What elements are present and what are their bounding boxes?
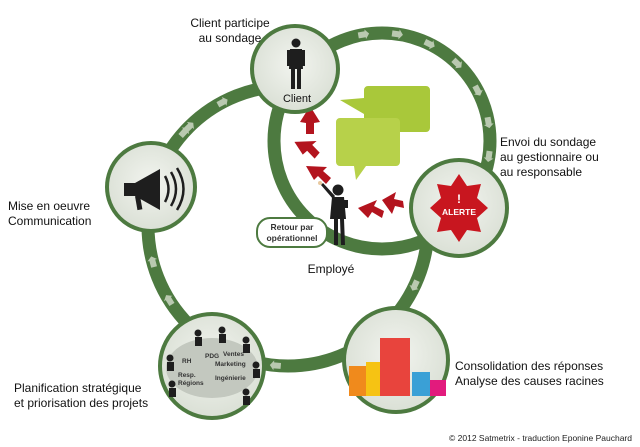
loop-arrow-icon (423, 39, 435, 50)
client-node: Client (250, 24, 340, 114)
alert-stage-label-line2: au gestionnaire ou (500, 150, 599, 164)
bar-chart-bar (380, 338, 410, 396)
consolidation-stage-label: Consolidation des réponses Analyse des c… (455, 359, 635, 389)
loop-arrow-icon (216, 97, 228, 108)
planning-stage-label: Planification stratégique et priorisatio… (14, 381, 174, 411)
speech-bubbles-icon (336, 86, 430, 180)
alert-stage-label: Envoi du sondage au gestionnaire ou au r… (500, 135, 630, 180)
alert-badge-icon (430, 174, 488, 242)
communication-stage-label-line1: Mise en oeuvre (8, 199, 91, 213)
planning-node: PDG Ventes RH Marketing Resp. Régions In… (158, 312, 266, 420)
loop-arrow-icon (147, 256, 158, 268)
loop-arrow-icon (163, 295, 175, 307)
feedback-label-line2: opérationnel (266, 233, 317, 243)
employee-figure (318, 181, 348, 245)
feedback-label-line1: Retour par (271, 222, 315, 232)
consolidation-stage-label-line1: Consolidation des réponses (455, 359, 604, 373)
meeting-table-icon (166, 338, 258, 398)
table-label-marketing: Marketing (215, 361, 246, 368)
client-stage-label: Client participe au sondage (170, 16, 290, 46)
table-label-regions: Régions (178, 380, 204, 387)
planning-stage-label-line2: et priorisation des projets (14, 396, 149, 410)
loop-arrow-icon (483, 116, 494, 129)
communication-stage-label-line2: Communication (8, 214, 92, 228)
communication-node (105, 141, 197, 233)
client-node-label: Client (283, 93, 311, 105)
bar-chart-bar (366, 362, 382, 396)
communication-stage-label: Mise en oeuvre Communication (8, 199, 118, 229)
loop-arrow-icon (391, 29, 403, 40)
planning-stage-label-line1: Planification stratégique (14, 381, 142, 395)
loop-arrow-icon (472, 84, 483, 96)
copyright-text: © 2012 Satmetrix - traduction Eponine Pa… (449, 433, 632, 443)
alert-stage-label-line1: Envoi du sondage (500, 135, 597, 149)
bar-chart-bar (349, 366, 367, 396)
feedback-pill: Retour par opérationnel (256, 217, 328, 248)
alert-exclamation: ! (457, 192, 461, 206)
table-label-engineering: Ingénierie (215, 375, 246, 382)
bar-chart-icon (349, 338, 446, 396)
table-label-managers: Resp. (178, 372, 196, 379)
table-label-hr: RH (182, 358, 192, 365)
loop-arrow-icon (357, 29, 370, 40)
table-label-ceo: PDG (205, 353, 219, 360)
loop-arrow-icon (409, 279, 420, 291)
consolidation-stage-label-line2: Analyse des causes racines (455, 374, 604, 388)
megaphone-icon (124, 167, 185, 211)
bar-chart-bar (412, 372, 430, 396)
loop-arrow-icon (178, 127, 190, 139)
loop-arrow-icon (451, 57, 462, 69)
inner-loop-ring (267, 26, 497, 256)
consolidation-node (342, 306, 450, 414)
client-stage-label-line1: Client participe (190, 16, 270, 30)
employee-label: Employé (296, 262, 366, 277)
client-figure (287, 38, 305, 89)
bar-chart-bar (430, 380, 446, 396)
loop-arrow-icon (269, 360, 282, 371)
client-stage-label-line2: au sondage (198, 31, 262, 45)
alert-node: ! ALERTE (409, 158, 509, 258)
red-feedback-arrows (294, 106, 404, 218)
loop-arrow-icon (483, 150, 494, 162)
alert-badge-label: ALERTE (442, 207, 476, 217)
table-label-sales: Ventes (223, 351, 244, 358)
employee-label-text: Employé (307, 262, 355, 276)
alert-stage-label-line3: au responsable (500, 165, 583, 179)
meeting-people-icon (166, 326, 260, 405)
